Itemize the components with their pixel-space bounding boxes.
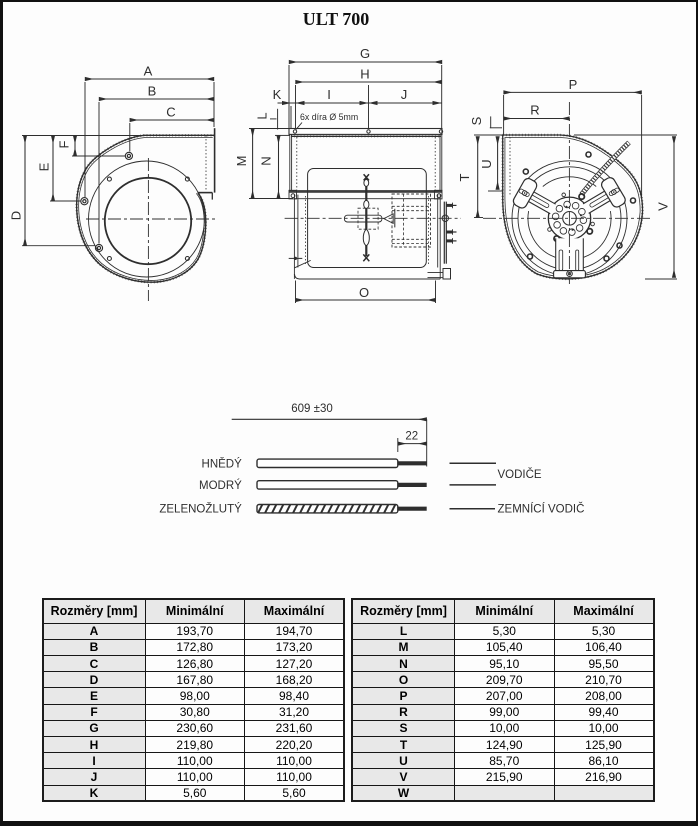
svg-text:S: S bbox=[469, 116, 484, 125]
svg-text:ZELENOŽLUTÝ: ZELENOŽLUTÝ bbox=[159, 503, 242, 516]
svg-text:22: 22 bbox=[405, 431, 418, 443]
svg-text:VODIČE: VODIČE bbox=[498, 468, 542, 481]
svg-text:M: M bbox=[234, 156, 249, 167]
svg-text:C: C bbox=[166, 105, 175, 120]
svg-text:J: J bbox=[401, 87, 408, 102]
svg-text:MODRÝ: MODRÝ bbox=[199, 479, 242, 492]
svg-text:L: L bbox=[255, 112, 270, 119]
svg-text:P: P bbox=[569, 77, 578, 92]
svg-text:N: N bbox=[259, 156, 274, 165]
svg-text:R: R bbox=[530, 103, 539, 118]
svg-text:HNĚDÝ: HNĚDÝ bbox=[202, 457, 243, 470]
svg-text:V: V bbox=[656, 202, 671, 211]
svg-text:6x díra Ø 5mm: 6x díra Ø 5mm bbox=[300, 112, 358, 122]
svg-text:D: D bbox=[9, 211, 24, 220]
svg-text:O: O bbox=[359, 285, 369, 300]
svg-text:A: A bbox=[144, 64, 153, 79]
svg-text:E: E bbox=[37, 162, 52, 171]
svg-text:I: I bbox=[327, 87, 331, 102]
svg-text:K: K bbox=[273, 87, 282, 102]
svg-text:ZEMNÍCÍ VODIČ: ZEMNÍCÍ VODIČ bbox=[498, 503, 585, 516]
svg-text:G: G bbox=[360, 46, 370, 61]
svg-text:T: T bbox=[457, 173, 472, 181]
svg-text:B: B bbox=[148, 84, 157, 99]
svg-text:U: U bbox=[479, 159, 494, 168]
svg-text:F: F bbox=[57, 140, 72, 148]
svg-text:H: H bbox=[360, 67, 369, 82]
svg-text:609 ±30: 609 ±30 bbox=[291, 403, 333, 415]
